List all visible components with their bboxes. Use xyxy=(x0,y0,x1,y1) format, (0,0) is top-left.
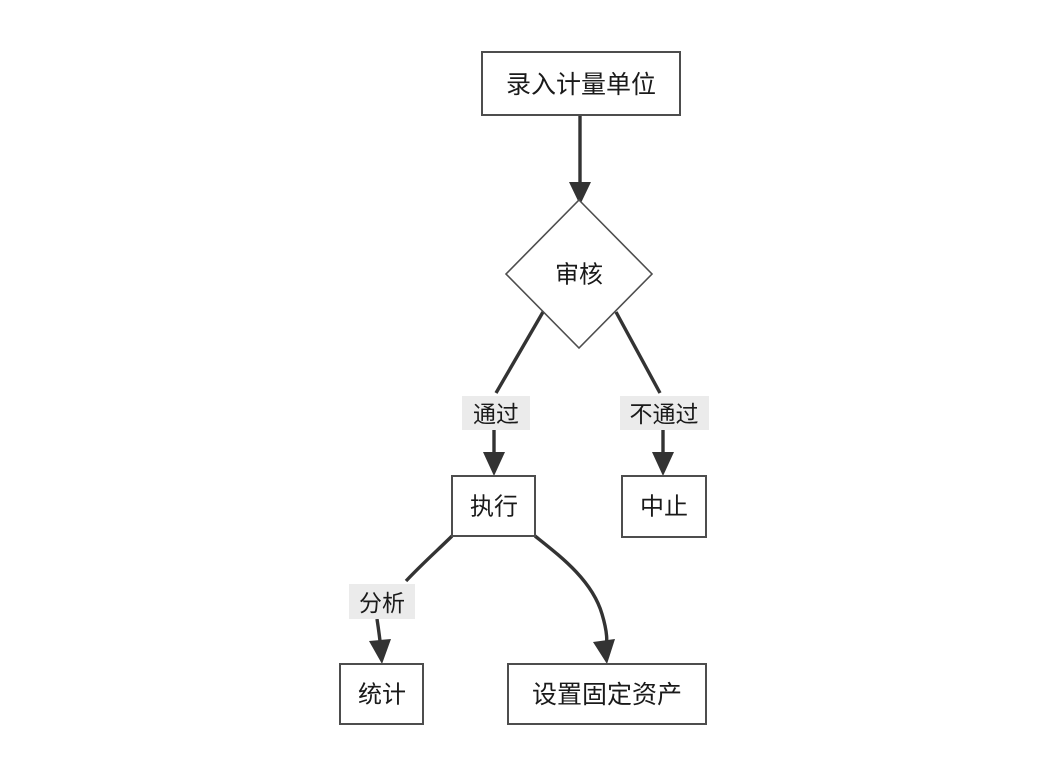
node-label: 统计 xyxy=(358,682,406,709)
edge-execute-to-statistics xyxy=(369,534,454,664)
node-shape-rect xyxy=(481,51,681,116)
edge-label-pass: 通过 xyxy=(462,396,530,430)
node-shape-rect xyxy=(339,663,424,725)
edge-label-background xyxy=(620,396,709,430)
edge-label-text: 通过 xyxy=(473,401,519,427)
edge-label-text: 分析 xyxy=(359,590,405,616)
node-label: 审核 xyxy=(555,262,603,289)
arrow-head-icon xyxy=(569,182,591,205)
edge-label-background xyxy=(349,584,415,619)
edge-line xyxy=(533,534,609,651)
edge-line xyxy=(404,534,454,583)
edge-label-text: 不通过 xyxy=(630,401,699,427)
node-label: 执行 xyxy=(470,494,518,521)
edge-line xyxy=(494,311,545,394)
node-entry-unit[interactable]: 录入计量单位 xyxy=(481,51,681,116)
node-fixed-assets[interactable]: 设置固定资产 xyxy=(507,663,707,725)
node-shape-rect xyxy=(621,475,707,538)
arrow-head-icon xyxy=(593,639,615,664)
edge-label-background xyxy=(462,396,530,430)
arrow-head-icon xyxy=(652,452,674,476)
node-label: 录入计量单位 xyxy=(506,71,656,99)
node-shape-diamond xyxy=(504,198,654,350)
node-review[interactable]: 审核 xyxy=(504,198,654,350)
edge-review-to-abort xyxy=(614,311,674,476)
arrow-head-icon xyxy=(483,452,505,476)
node-shape-rect xyxy=(507,663,707,725)
node-execute[interactable]: 执行 xyxy=(451,475,536,537)
node-label: 中止 xyxy=(640,494,688,521)
node-statistics[interactable]: 统计 xyxy=(339,663,424,725)
edge-label-fail: 不通过 xyxy=(620,396,709,430)
edge-review-to-execute xyxy=(483,311,545,476)
node-shape-rect xyxy=(451,475,536,537)
node-abort[interactable]: 中止 xyxy=(621,475,707,538)
edge-entry-to-review xyxy=(569,115,591,205)
edge-line xyxy=(614,311,662,394)
arrow-head-icon xyxy=(369,639,391,664)
edge-execute-to-fixed-assets xyxy=(533,534,615,664)
node-label: 设置固定资产 xyxy=(532,681,682,709)
edge-label-analysis: 分析 xyxy=(349,584,415,619)
